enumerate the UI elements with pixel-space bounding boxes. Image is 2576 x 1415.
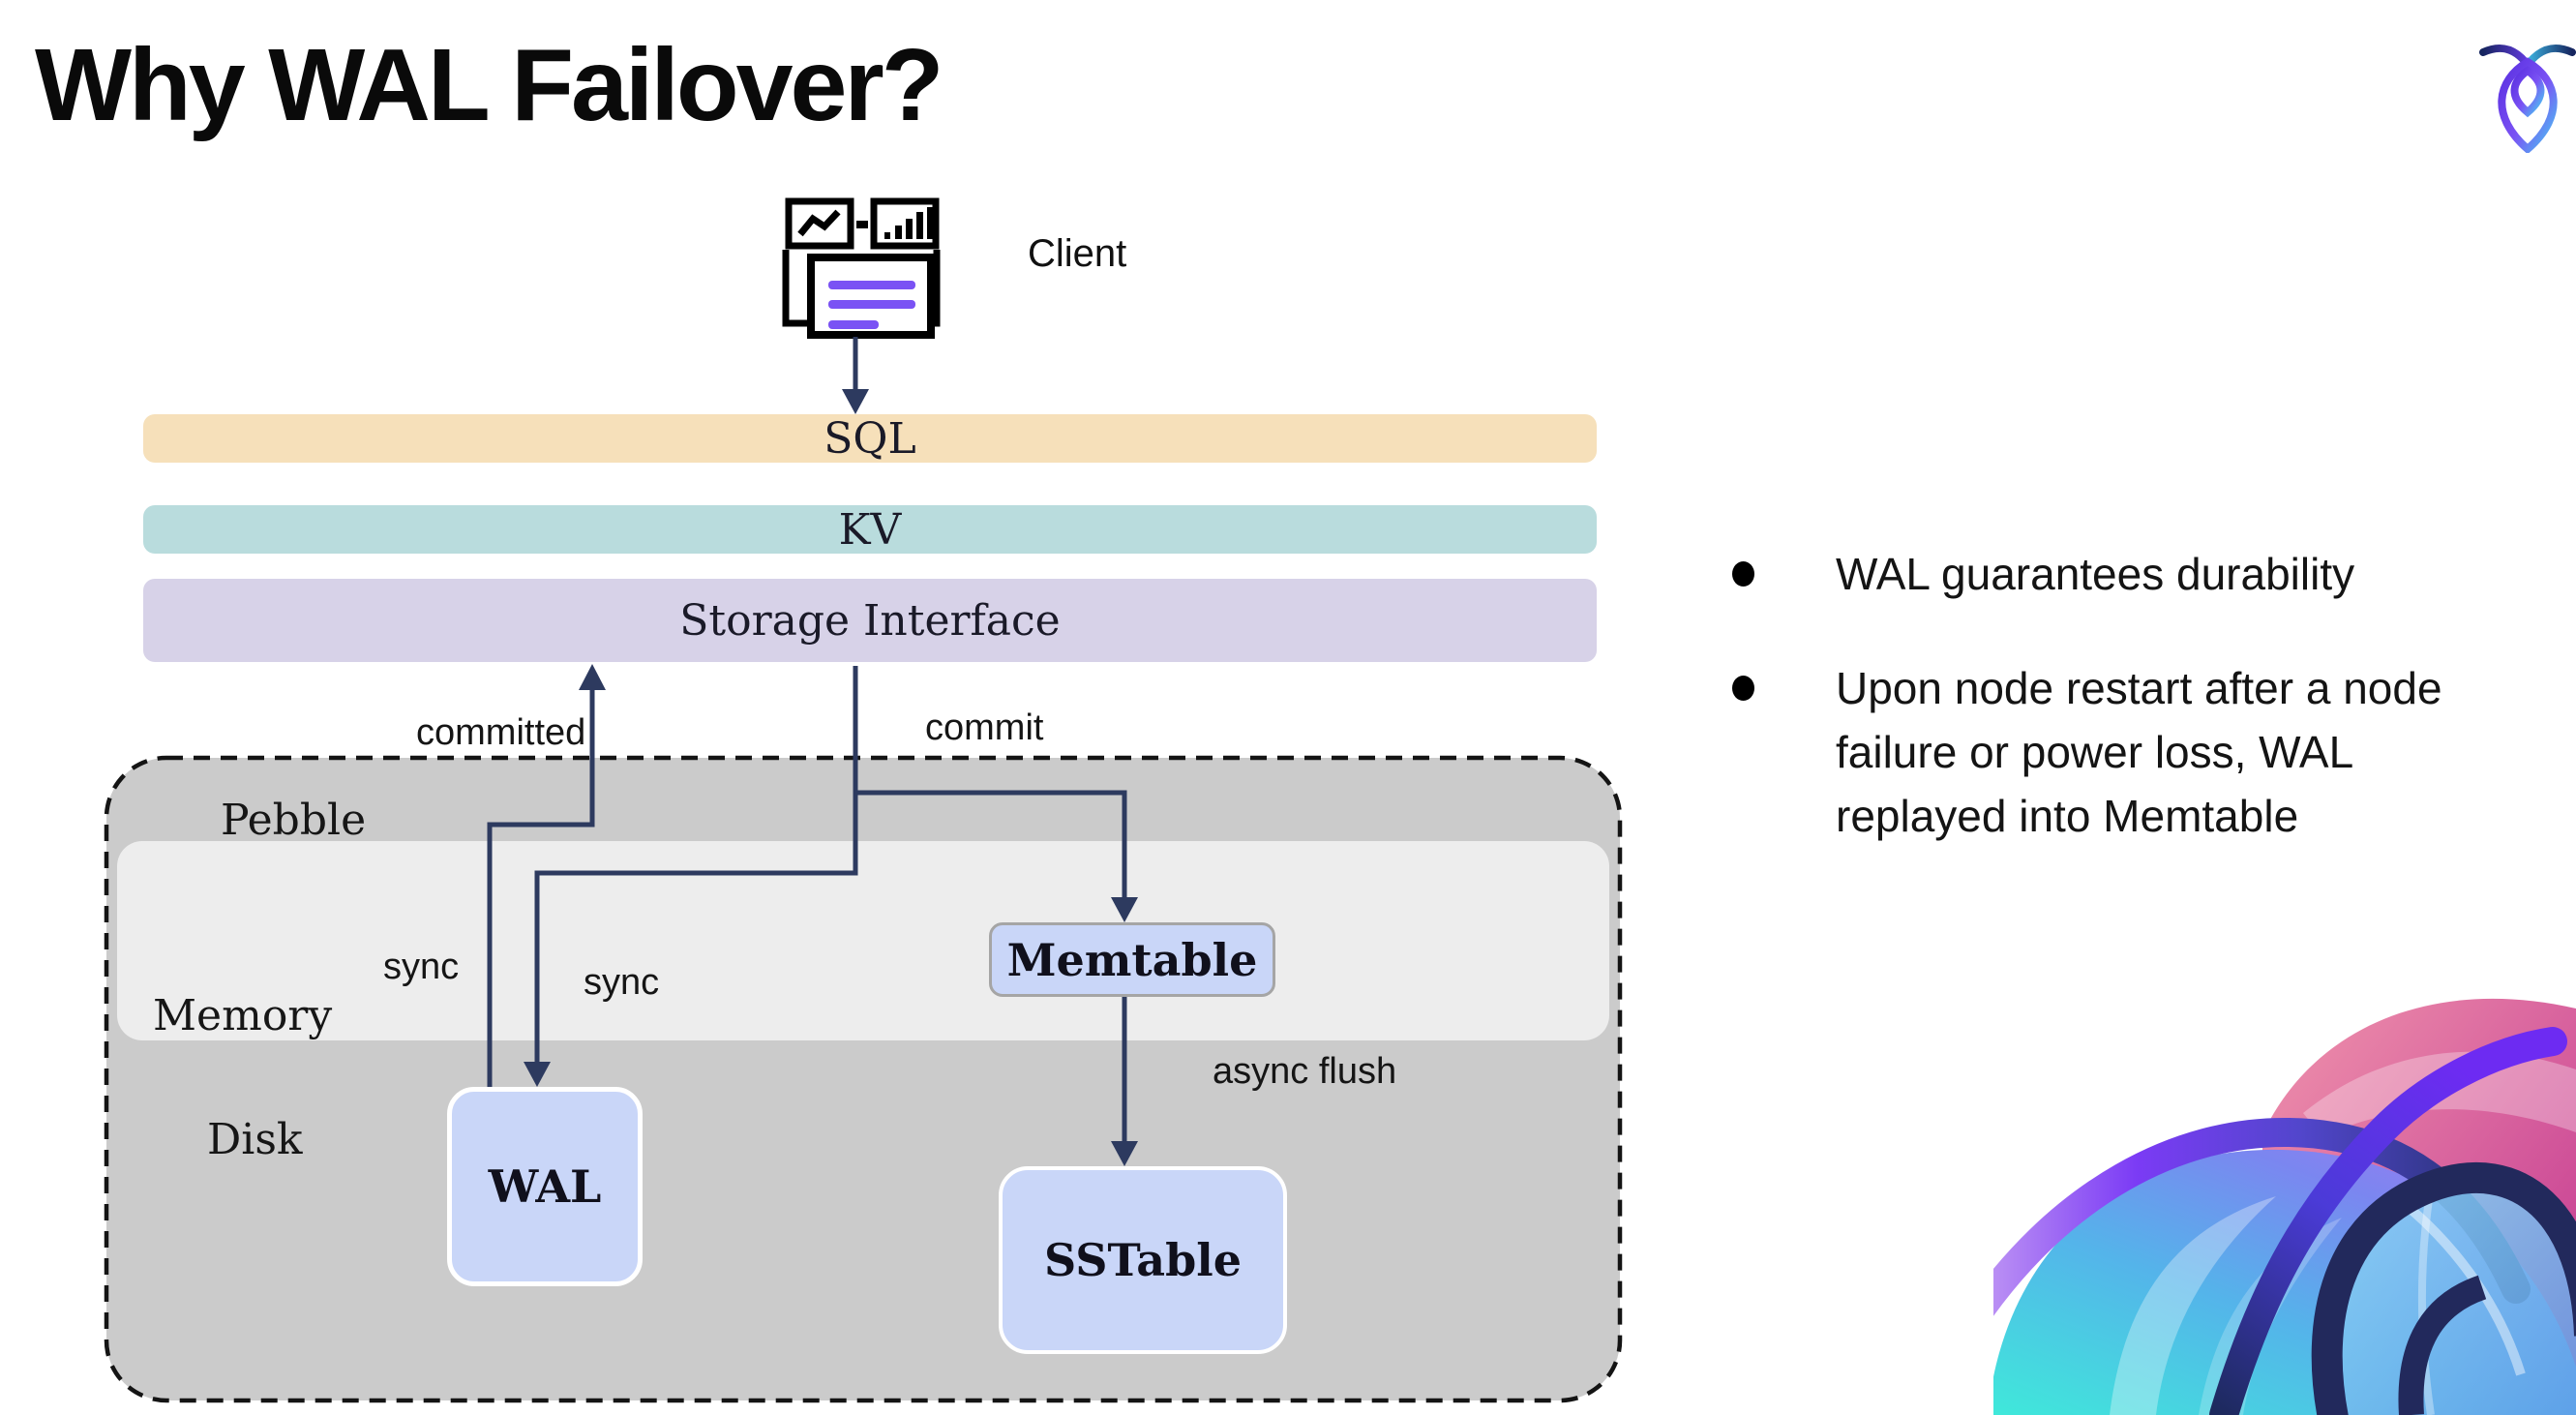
layer-label-sql: SQL: [824, 413, 916, 464]
antenna-band-right: [2209, 1027, 2567, 1415]
layer-bar-kv: KV: [143, 504, 1597, 555]
disk-zone-label: Disk: [207, 1115, 303, 1164]
bullet-dot-icon: [1732, 561, 1754, 587]
arrowhead-committed: [579, 664, 606, 690]
arrowhead-commit: [1111, 897, 1138, 922]
client-dash: [856, 221, 868, 228]
memory-band: [117, 841, 1609, 1040]
arrowhead-client: [842, 389, 869, 414]
edge-label-async-flush: async flush: [1213, 1051, 1397, 1092]
layer-label-kv: KV: [838, 504, 902, 555]
edge-label-sync-left: sync: [383, 947, 460, 987]
layer-bar-sql: SQL: [143, 413, 1597, 464]
layer-bar-storage-interface: Storage Interface: [143, 579, 1597, 662]
client-devices-icon: [782, 197, 941, 339]
pebble-zone-label: Pebble: [221, 796, 367, 845]
bullet-text: Upon node restart after a node failure o…: [1836, 663, 2442, 841]
edge-label-sync-right: sync: [584, 962, 660, 1003]
cockroachdb-logo-icon: [2479, 44, 2576, 153]
arrow-sync-to-wal: [534, 666, 858, 1064]
arrowhead-sync: [524, 1062, 551, 1087]
list-item: WAL guarantees durability: [1732, 542, 2576, 606]
wal-node: WAL: [447, 1087, 643, 1286]
list-item: Upon node restart after a node failure o…: [1732, 656, 2576, 848]
client-document-lines: [828, 281, 915, 329]
bullet-text: WAL guarantees durability: [1836, 549, 2355, 599]
edge-label-committed: committed: [416, 712, 586, 753]
sstable-node: SSTable: [999, 1166, 1287, 1354]
arrow-committed-path: [487, 689, 595, 1087]
page-title: Why WAL Failover?: [35, 28, 944, 142]
logo-inner-leaf: [2510, 66, 2545, 118]
bullet-list: WAL guarantees durability Upon node rest…: [1732, 542, 2576, 848]
edge-label-commit: commit: [925, 708, 1044, 748]
brand-artwork: [1993, 998, 2576, 1415]
leaf-vein-highlight: [2396, 1196, 2526, 1376]
leaf-vein-highlight-2: [2418, 1186, 2435, 1415]
sstable-node-label: SSTable: [1044, 1234, 1242, 1286]
memtable-node: Memtable: [989, 922, 1275, 997]
arrow-heads: [524, 389, 1138, 1166]
flow-arrows: [487, 337, 1127, 1143]
logo-body: [2498, 57, 2558, 153]
giant-leaf-outline: [2311, 1161, 2576, 1415]
client-label: Client: [1028, 232, 1127, 275]
bullet-dot-icon: [1732, 676, 1754, 701]
client-linechart-glyph: [797, 209, 841, 237]
memtable-node-label: Memtable: [1006, 933, 1258, 986]
client-barchart-glyph: [884, 207, 934, 239]
arrow-commit-to-memtable: [855, 790, 1127, 899]
arrowhead-flush: [1111, 1141, 1138, 1166]
blue-dome-leaf-highlight: [2110, 1196, 2276, 1415]
layer-label-storage-interface: Storage Interface: [679, 595, 1061, 646]
memory-zone-label: Memory: [153, 991, 333, 1040]
giant-leaf-stem: [2398, 1275, 2487, 1415]
wal-node-label: WAL: [488, 1160, 602, 1213]
client-barchart-monitor: [870, 197, 940, 250]
